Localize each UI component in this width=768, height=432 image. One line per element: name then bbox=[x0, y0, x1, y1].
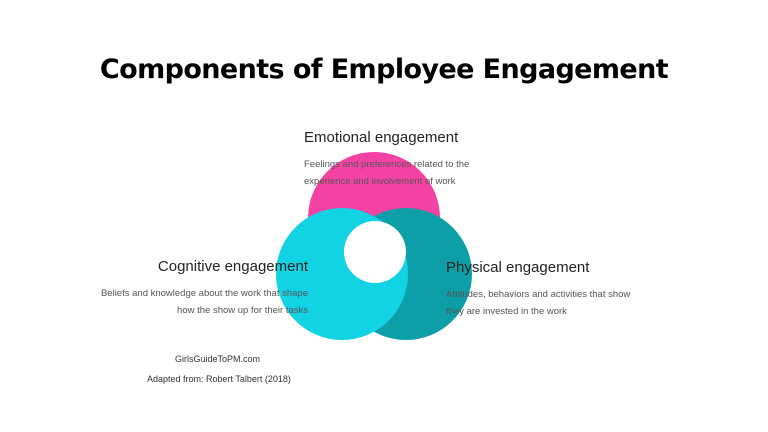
emotional-engagement-block: Emotional engagement Feelings and prefer… bbox=[304, 129, 479, 190]
site-credit: GirlsGuideToPM.com bbox=[175, 354, 261, 364]
center-hole bbox=[344, 221, 406, 283]
cognitive-engagement-block: Cognitive engagement Beliefs and knowled… bbox=[100, 258, 308, 319]
emotional-description: Feelings and preferences related to the … bbox=[304, 159, 470, 187]
cognitive-description: Beliefs and knowledge about the work tha… bbox=[100, 288, 308, 316]
emotional-heading: Emotional engagement bbox=[304, 129, 459, 146]
engagement-venn-diagram bbox=[276, 152, 472, 340]
cognitive-heading: Cognitive engagement bbox=[157, 258, 308, 275]
source-credit: Adapted from: Robert Talbert (2018) bbox=[147, 374, 291, 384]
page-title: Components of Employee Engagement bbox=[99, 54, 669, 85]
physical-engagement-block: Physical engagement Attitudes, behaviors… bbox=[446, 259, 656, 320]
physical-heading: Physical engagement bbox=[446, 259, 590, 276]
physical-description: Attitudes, behaviors and activities that… bbox=[446, 289, 631, 317]
